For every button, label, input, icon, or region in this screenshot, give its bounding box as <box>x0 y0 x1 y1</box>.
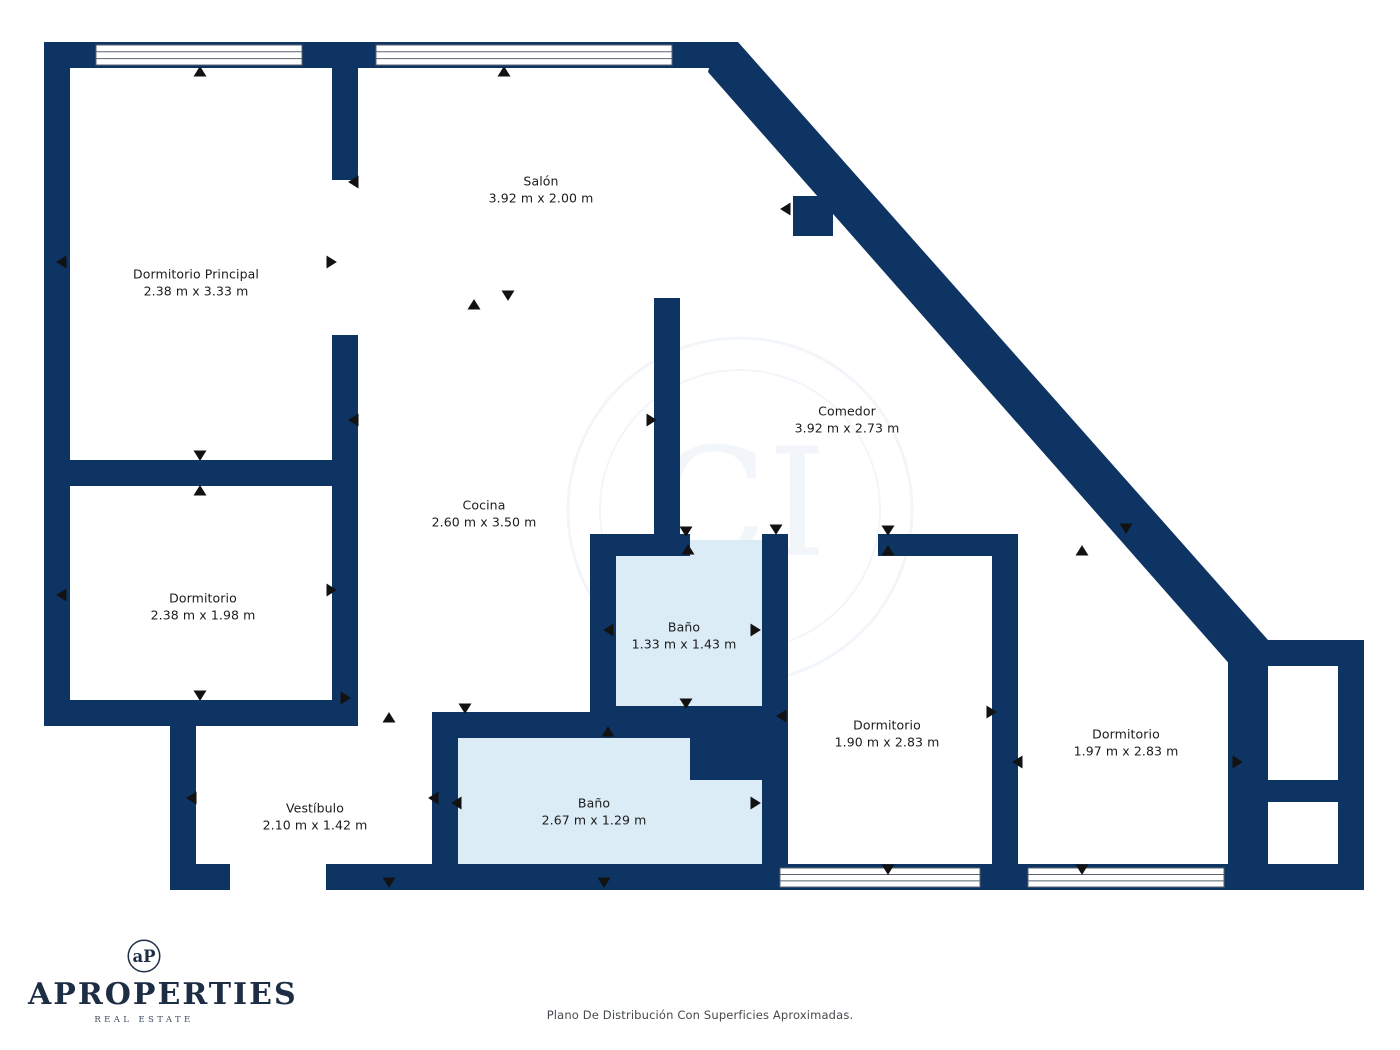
wall-int-v-170-bot <box>170 700 196 890</box>
brand-name: APROPERTIES <box>28 977 298 1012</box>
door-marker-d-vest-r <box>428 791 439 805</box>
window-win-top-2 <box>375 44 673 66</box>
door-marker-d-h460-a <box>193 450 207 461</box>
door-marker-d-dr3-t <box>881 525 895 536</box>
wall-diag-pillar <box>793 196 833 236</box>
door-marker-d-dr4-t <box>1075 545 1089 556</box>
wet-area-bano-1-fill <box>600 540 768 712</box>
door-marker-d-340-e <box>340 691 351 705</box>
door-marker-d-bano2-l <box>451 796 462 810</box>
wall-ext-diag <box>708 42 1268 676</box>
door-marker-d-salon-b <box>501 290 515 301</box>
door-marker-d-bano1-r <box>750 623 761 637</box>
door-marker-d-bano2-r <box>750 796 761 810</box>
svg-text:aP: aP <box>132 947 155 966</box>
wall-bano1-left <box>590 534 616 718</box>
door-marker-d-salon-a <box>467 299 481 310</box>
wall-bano2-top <box>432 712 700 738</box>
wall-group <box>44 42 1364 890</box>
door-marker-group <box>56 66 1243 888</box>
window-group <box>95 44 1225 888</box>
wall-bano1-right <box>762 534 788 718</box>
door-marker-d-dr4-l <box>1012 755 1023 769</box>
wall-int-v-658-comedor <box>654 298 680 540</box>
door-marker-d-658-a <box>646 413 657 427</box>
door-marker-d-diag-b <box>780 202 791 216</box>
wall-int-h-mid-right-a <box>878 534 1004 556</box>
door-marker-d-left-1 <box>56 255 67 269</box>
door-marker-d-340-d <box>326 583 337 597</box>
plan-caption: Plano De Distribución Con Superficies Ap… <box>546 1008 854 1022</box>
wall-bano2-notch <box>690 712 768 780</box>
door-marker-d-diag-a <box>1119 523 1133 534</box>
door-marker-d-h460-b <box>193 485 207 496</box>
door-marker-d-dr4-r <box>1232 755 1243 769</box>
door-marker-d-left-2 <box>56 588 67 602</box>
wall-bano2-left <box>432 712 458 890</box>
wall-int-v-340-top <box>332 42 358 180</box>
wet-area-fills <box>438 540 768 886</box>
door-marker-d-340-a <box>348 175 359 189</box>
window-win-bot-1 <box>779 867 981 888</box>
door-marker-d-dr3-r <box>986 705 997 719</box>
door-marker-d-h700-b <box>382 712 396 723</box>
door-marker-d-bano2-bt <box>597 877 611 888</box>
door-marker-d-dr4-b <box>1075 864 1089 875</box>
window-win-top-1 <box>95 44 303 66</box>
door-marker-d-dr3-ti <box>881 545 895 556</box>
door-marker-d-bano1-b <box>679 698 693 709</box>
door-marker-d-340-c <box>348 413 359 427</box>
door-marker-d-v170 <box>186 791 197 805</box>
door-marker-d-bano2-ti <box>601 726 615 737</box>
wall-ext-right-bot <box>1240 864 1364 890</box>
door-marker-d-cocina-r <box>769 524 783 535</box>
wall-int-v-340-mid <box>332 335 358 700</box>
wall-int-v-1238 <box>1228 640 1250 890</box>
wet-area-bano-2-fill <box>438 718 768 886</box>
door-marker-d-vest-bot <box>382 877 396 888</box>
door-marker-d-bano1-l <box>603 623 614 637</box>
wall-bano1-top <box>590 534 690 556</box>
door-marker-d-top-1 <box>193 66 207 77</box>
door-marker-d-bano2-t <box>458 703 472 714</box>
wall-int-h-460 <box>44 460 346 486</box>
wall-ext-right-top <box>1240 640 1364 666</box>
door-marker-d-top-2 <box>497 66 511 77</box>
wall-ext-right-mid <box>1240 780 1364 802</box>
door-marker-d-h700-a <box>193 690 207 701</box>
brand-logo: aP APROPERTIES REAL ESTATE <box>28 938 298 1025</box>
wall-bano2-right <box>762 712 788 890</box>
brand-tagline: REAL ESTATE <box>94 1015 194 1025</box>
wall-int-v-1000 <box>992 534 1018 890</box>
door-marker-d-bano1-t <box>681 544 695 555</box>
wall-ext-left <box>44 42 70 720</box>
door-marker-d-340-b <box>326 255 337 269</box>
wall-ext-right-far <box>1338 640 1364 890</box>
door-marker-d-658-b <box>679 526 693 537</box>
door-marker-d-dr3-b <box>881 864 895 875</box>
aproperties-monogram-icon: aP <box>127 939 161 973</box>
wall-int-h-700 <box>44 700 358 726</box>
door-marker-d-dr3-l <box>776 709 787 723</box>
window-win-bot-2 <box>1027 867 1225 888</box>
